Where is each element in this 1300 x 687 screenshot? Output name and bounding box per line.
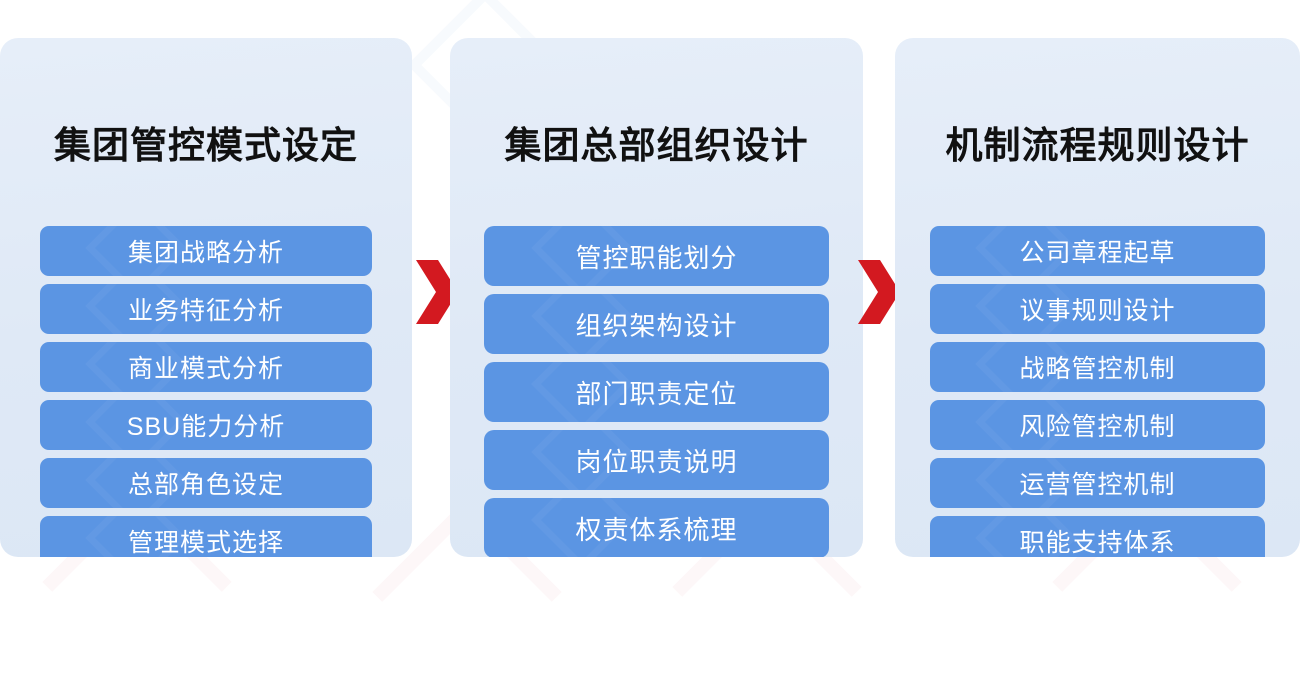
stage-item[interactable]: 战略管控机制 [930,342,1265,392]
stage-item-label: 风险管控机制 [1019,413,1176,441]
stage-item-list-2: 管控职能划分 组织架构设计 部门职责定位 岗位职责说明 权责体系梳理 [484,226,829,557]
stage-item-label: 部门职责定位 [575,378,738,409]
stage-item[interactable]: 商业模式分析 [40,342,372,392]
stage-item[interactable]: 部门职责定位 [484,362,829,422]
stage-item-label: 权责体系梳理 [575,514,738,545]
stage-card-2: 集团总部组织设计 管控职能划分 组织架构设计 部门职责定位 岗位职责说明 权责体… [450,38,863,557]
stage-item[interactable]: 议事规则设计 [930,284,1265,334]
stage-item[interactable]: 运营管控机制 [930,458,1265,508]
stage-item-label: SBU能力分析 [126,413,286,441]
stage-item-label: 集团战略分析 [127,239,284,267]
stage-card-3: 机制流程规则设计 公司章程起草 议事规则设计 战略管控机制 风险管控机制 运营管… [895,38,1300,557]
stage-item-list-3: 公司章程起草 议事规则设计 战略管控机制 风险管控机制 运营管控机制 职能支持体… [930,226,1265,557]
stage-item[interactable]: SBU能力分析 [40,400,372,450]
chevron-right-icon [856,258,901,326]
stage-item-label: 职能支持体系 [1019,529,1176,557]
stage-title-1: 集团管控模式设定 [54,124,358,166]
stage-item[interactable]: 风险管控机制 [930,400,1265,450]
stage-item-label: 公司章程起草 [1019,239,1176,267]
stage-item-label: 岗位职责说明 [575,446,738,477]
stage-item-label: 议事规则设计 [1019,297,1176,325]
stage-item[interactable]: 公司章程起草 [930,226,1265,276]
stage-item-label: 组织架构设计 [575,310,738,341]
stage-item[interactable]: 管理模式选择 [40,516,372,557]
stage-item-label: 商业模式分析 [127,355,284,383]
stage-title-3: 机制流程规则设计 [945,124,1250,166]
stage-item-label: 业务特征分析 [127,297,284,325]
stage-item-label: 运营管控机制 [1019,471,1176,499]
stage-item-list-1: 集团战略分析 业务特征分析 商业模式分析 SBU能力分析 总部角色设定 管理模式… [40,226,372,557]
flow-diagram: 集团管控模式设定 集团战略分析 业务特征分析 商业模式分析 SBU能力分析 总部… [0,0,1300,600]
stage-item[interactable]: 组织架构设计 [484,294,829,354]
stage-item[interactable]: 管控职能划分 [484,226,829,286]
stage-item-label: 战略管控机制 [1019,355,1176,383]
stage-card-1: 集团管控模式设定 集团战略分析 业务特征分析 商业模式分析 SBU能力分析 总部… [0,38,412,557]
stage-item-label: 总部角色设定 [127,471,284,499]
stage-item[interactable]: 岗位职责说明 [484,430,829,490]
stage-item-label: 管控职能划分 [575,242,738,273]
stage-item[interactable]: 集团战略分析 [40,226,372,276]
stage-item[interactable]: 总部角色设定 [40,458,372,508]
stage-item[interactable]: 权责体系梳理 [484,498,829,557]
stage-item-label: 管理模式选择 [127,529,284,557]
stage-item[interactable]: 职能支持体系 [930,516,1265,557]
stage-title-2: 集团总部组织设计 [504,124,809,166]
stage-item[interactable]: 业务特征分析 [40,284,372,334]
chevron-right-icon [414,258,459,326]
